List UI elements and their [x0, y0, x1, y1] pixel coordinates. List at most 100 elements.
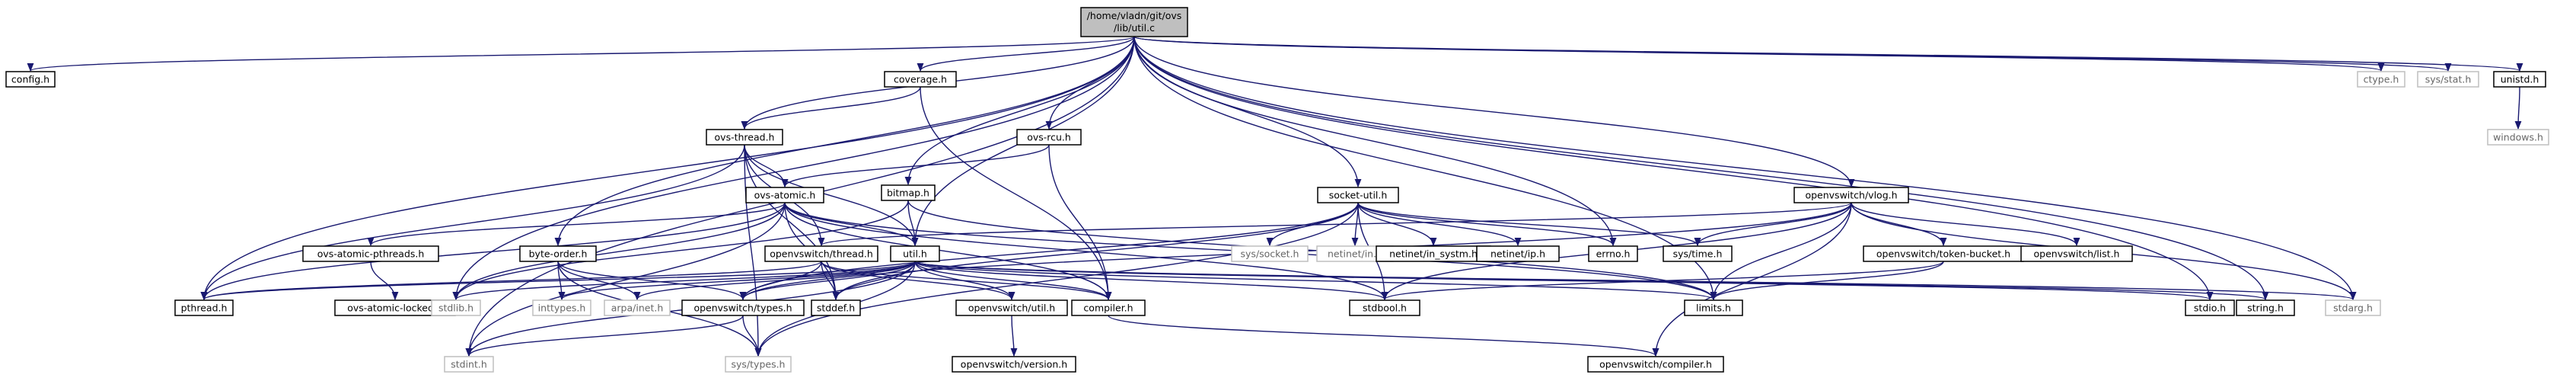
node-ovsthreadh[interactable]: openvswitch/thread.h — [764, 245, 878, 262]
node-socketutil[interactable]: socket-util.h — [1317, 187, 1399, 203]
node-stdarg[interactable]: stdarg.h — [2325, 299, 2381, 316]
node-vlog-label: openvswitch/vlog.h — [1805, 190, 1897, 201]
node-stdarg-box — [2325, 299, 2381, 316]
node-config[interactable]: config.h — [5, 71, 56, 88]
node-sysstat[interactable]: sys/stat.h — [2417, 71, 2479, 88]
node-ctype-box — [2357, 71, 2405, 88]
node-ovsthreadh-box — [764, 245, 878, 262]
edge-utilh-to-ovsutil — [914, 261, 1015, 301]
node-inttypes[interactable]: inttypes.h — [532, 299, 591, 316]
node-ovsrcu-box — [1016, 129, 1082, 146]
node-limits-box — [1684, 299, 1743, 316]
node-systypes[interactable]: sys/types.h — [725, 356, 792, 373]
node-stdarg-label: stdarg.h — [2333, 303, 2373, 314]
node-limits[interactable]: limits.h — [1684, 299, 1743, 316]
node-string-box — [2236, 299, 2295, 316]
node-byteorder[interactable]: byte-order.h — [519, 245, 597, 262]
node-utilh-label: util.h — [903, 248, 927, 260]
edge-ovsatomic-to-compiler — [784, 202, 1112, 301]
edge-ovsatomic-to-stdint — [465, 202, 786, 357]
node-ovsthread[interactable]: ovs-thread.h — [706, 129, 783, 146]
edge-ovstypes-to-systypes — [742, 315, 762, 357]
edge-ovsthreadh-to-pthread — [200, 261, 822, 301]
node-netinetin[interactable]: netinet/in.h — [1316, 245, 1394, 262]
node-ovsatomic[interactable]: ovs-atomic.h — [745, 187, 824, 203]
node-ovsatomic-label: ovs-atomic.h — [754, 190, 816, 201]
node-ctype[interactable]: ctype.h — [2357, 71, 2405, 88]
node-byteorder-box — [519, 245, 597, 262]
edge-root-to-stdarg — [1133, 36, 2357, 301]
node-bitmap-box — [881, 184, 936, 201]
node-stddef-label: stddef.h — [817, 303, 855, 314]
node-ctype-label: ctype.h — [2364, 74, 2399, 85]
node-tokenbucket[interactable]: openvswitch/token-bucket.h — [1863, 245, 2024, 262]
node-coverage-label: coverage.h — [894, 74, 947, 85]
node-netinetinsystm[interactable]: netinet/in_systm.h — [1376, 245, 1491, 262]
node-ovslist-label: openvswitch/list.h — [2034, 248, 2120, 260]
edge-root-to-stdio — [1133, 36, 2214, 301]
node-syssocket-label: sys/socket.h — [1241, 248, 1299, 260]
edge-root-to-coverage — [917, 36, 1135, 72]
node-stdint-box — [444, 356, 494, 373]
node-netinetip[interactable]: netinet/ip.h — [1476, 245, 1560, 262]
node-ovsatomiclocked-label: ovs-atomic-locked.h — [347, 303, 443, 314]
edge-byteorder-to-ovstypes — [557, 261, 747, 301]
node-stdint[interactable]: stdint.h — [444, 356, 494, 373]
node-ovsversion-box — [952, 356, 1076, 373]
node-ovsutil[interactable]: openvswitch/util.h — [955, 299, 1068, 316]
node-pthread[interactable]: pthread.h — [174, 299, 234, 316]
edge-socketutil-to-systypes — [754, 202, 1359, 357]
edge-vlog-to-ovslist — [1851, 202, 2080, 247]
node-ovslist[interactable]: openvswitch/list.h — [2020, 245, 2133, 262]
node-stddef[interactable]: stddef.h — [811, 299, 861, 316]
edge-root-to-errno — [1133, 36, 1617, 247]
edge-ovsthread-to-pthread — [200, 144, 745, 301]
root-node-label-line1: /home/vladn/git/ovs — [1087, 10, 1182, 21]
node-netinetip-box — [1476, 245, 1560, 262]
node-arpainet[interactable]: arpa/inet.h — [604, 299, 671, 316]
node-ovscompiler[interactable]: openvswitch/compiler.h — [1587, 356, 1724, 373]
node-unistd[interactable]: unistd.h — [2493, 71, 2546, 88]
node-netinetip-label: netinet/ip.h — [1490, 248, 1545, 260]
node-bitmap[interactable]: bitmap.h — [881, 184, 936, 201]
node-string[interactable]: string.h — [2236, 299, 2295, 316]
node-string-label: string.h — [2247, 303, 2284, 314]
edge-ovsthread-to-systypes — [744, 144, 762, 357]
node-inttypes-label: inttypes.h — [538, 303, 586, 314]
edge-root-to-config — [27, 36, 1135, 72]
edge-socketutil-to-netinetip — [1357, 202, 1522, 247]
node-vlog[interactable]: openvswitch/vlog.h — [1793, 187, 1909, 203]
node-errno-label: errno.h — [1596, 248, 1631, 260]
node-syssocket-box — [1231, 245, 1309, 262]
node-stdbool-label: stdbool.h — [1363, 303, 1407, 314]
node-coverage[interactable]: coverage.h — [884, 71, 957, 88]
node-errno[interactable]: errno.h — [1588, 245, 1638, 262]
node-stdbool[interactable]: stdbool.h — [1349, 299, 1420, 316]
node-windows[interactable]: windows.h — [2487, 129, 2549, 146]
node-config-label: config.h — [11, 74, 49, 85]
node-windows-label: windows.h — [2493, 132, 2543, 143]
node-ovstypes[interactable]: openvswitch/types.h — [681, 299, 805, 316]
edge-socketutil-to-systime — [1357, 202, 1701, 247]
node-ovsversion[interactable]: openvswitch/version.h — [952, 356, 1076, 373]
node-utilh-box — [890, 245, 940, 262]
node-ovsutil-label: openvswitch/util.h — [968, 303, 1055, 314]
node-compiler[interactable]: compiler.h — [1071, 299, 1146, 316]
edge-vlog-to-limits — [1710, 202, 1852, 301]
edge-root-to-byteorder — [554, 36, 1135, 247]
node-stdio[interactable]: stdio.h — [2185, 299, 2235, 316]
node-ovsatomicpthreads[interactable]: ovs-atomic-pthreads.h — [302, 245, 439, 262]
root-node[interactable]: /home/vladn/git/ovs /lib/util.c — [1080, 7, 1188, 37]
node-ovsrcu[interactable]: ovs-rcu.h — [1016, 129, 1082, 146]
edge-coverage-to-ovsthread — [741, 86, 921, 130]
node-utilh[interactable]: util.h — [890, 245, 940, 262]
node-stdlib[interactable]: stdlib.h — [431, 299, 481, 316]
node-stdio-label: stdio.h — [2194, 303, 2226, 314]
node-ovsatomicpthreads-label: ovs-atomic-pthreads.h — [317, 248, 425, 260]
node-syssocket[interactable]: sys/socket.h — [1231, 245, 1309, 262]
edge-root-to-vlog — [1133, 36, 1855, 188]
node-ovsatomiclocked[interactable]: ovs-atomic-locked.h — [334, 299, 456, 316]
edge-tokenbucket-to-limits — [1710, 261, 1944, 301]
node-systime[interactable]: sys/time.h — [1663, 245, 1733, 262]
edge-ovsatomic-to-stdlib — [452, 202, 786, 301]
